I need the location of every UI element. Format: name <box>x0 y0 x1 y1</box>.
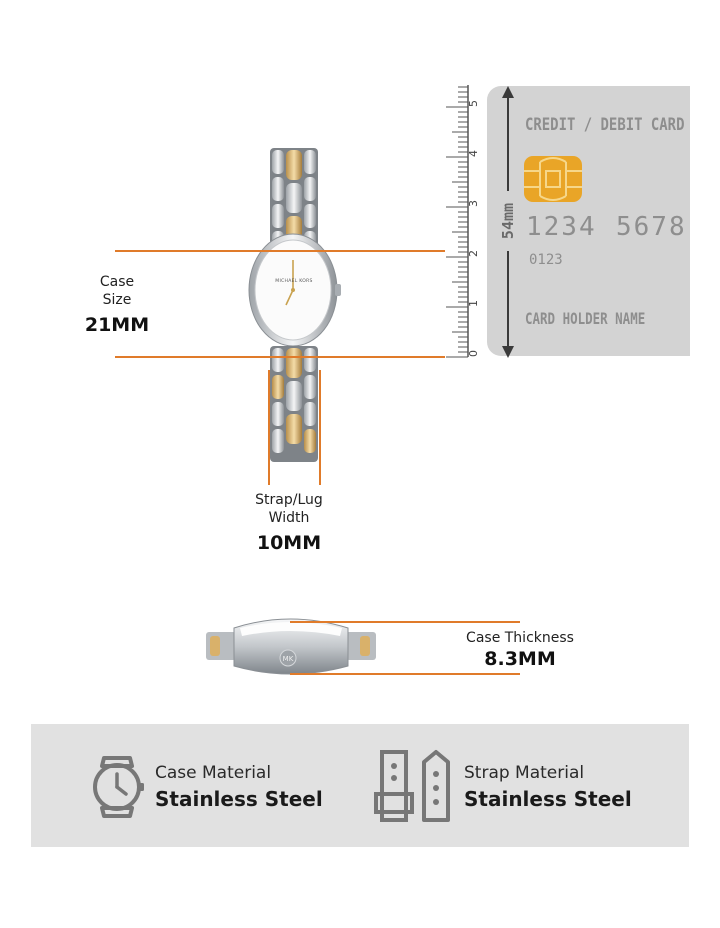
case-size-label-line1: Case <box>99 274 135 290</box>
watch-front-illustration <box>248 148 341 462</box>
ruler-labels: 0 1 2 3 4 5 <box>467 80 486 365</box>
lower-bracelet <box>270 346 318 462</box>
case-size-value: 21MM <box>84 314 150 336</box>
ruler-label-1: 1 <box>467 300 480 307</box>
card-small-number: 0123 <box>529 252 563 268</box>
watch-brand-text: MICHAEL KORS <box>275 279 313 284</box>
strap-width-line-right <box>319 370 321 485</box>
card-title: CREDIT / DEBIT CARD <box>525 115 685 135</box>
case-size-line-top <box>115 250 445 252</box>
card-number-group1: 1234 <box>526 212 597 242</box>
case-size-line-bottom <box>115 356 445 358</box>
credit-card <box>487 86 690 356</box>
case-size-label-line2: Size <box>102 292 132 308</box>
watch-side-illustration: MK <box>206 618 376 675</box>
case-material-label: Case Material <box>155 763 272 783</box>
ruler-label-4: 4 <box>467 150 480 157</box>
case-material-value: Stainless Steel <box>155 787 323 811</box>
svg-text:MK: MK <box>283 655 294 663</box>
strap-material-value: Stainless Steel <box>464 787 632 811</box>
ruler-label-3: 3 <box>467 200 480 207</box>
case-thickness-value: 8.3MM <box>484 648 556 670</box>
card-holder-name: CARD HOLDER NAME <box>525 309 646 328</box>
ruler-label-0: 0 <box>467 350 480 357</box>
ruler <box>446 85 469 358</box>
watch-icon <box>93 756 144 818</box>
strap-width-label-line2: Width <box>268 510 310 526</box>
card-height-label: 54mm <box>499 191 517 251</box>
thickness-line-bottom <box>290 673 520 675</box>
strap-width-line-left <box>268 370 270 485</box>
card-chip-icon <box>524 156 582 202</box>
strap-icon <box>374 750 450 822</box>
strap-material-label: Strap Material <box>464 763 585 783</box>
case-thickness-label: Case Thickness <box>466 630 574 646</box>
ruler-label-5: 5 <box>467 100 480 107</box>
strap-width-label-line1: Strap/Lug <box>255 492 323 508</box>
strap-width-value: 10MM <box>256 532 322 554</box>
thickness-line-top <box>290 621 520 623</box>
card-number-group2: 5678 <box>616 212 687 242</box>
ruler-label-2: 2 <box>467 250 480 257</box>
